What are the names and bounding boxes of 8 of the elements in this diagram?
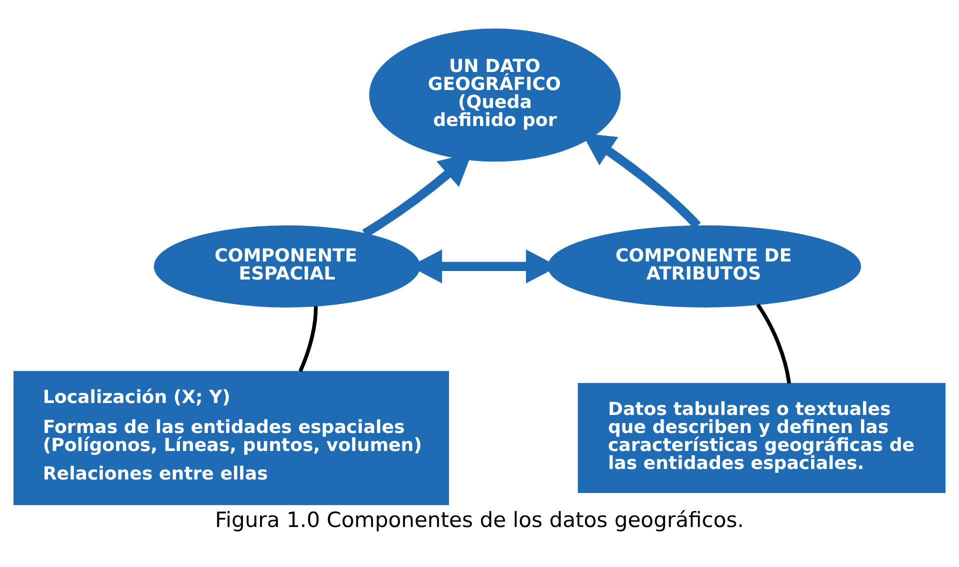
node-ellipse: COMPONENTE ESPACIAL <box>154 224 420 307</box>
caption: Figura 1.0 Componentes de los datos geográficos. <box>215 506 744 532</box>
node-ellipse: COMPONENTE DE ATRIBUTOS <box>548 224 862 307</box>
node-ellipse: UN DATO GEOGRÁFICO (Queda definido por <box>369 28 621 162</box>
connector <box>756 302 791 384</box>
connector <box>298 306 318 372</box>
node-box: Datos tabulares o textuales que describen y definen las características geográficas de las entidades espaciales. <box>578 382 946 493</box>
node-box: Localización (X; Y) Formas de las entidades espaciales (Polígonos, Líneas, puntos, volumen) Relaciones entre ellas <box>14 370 449 505</box>
